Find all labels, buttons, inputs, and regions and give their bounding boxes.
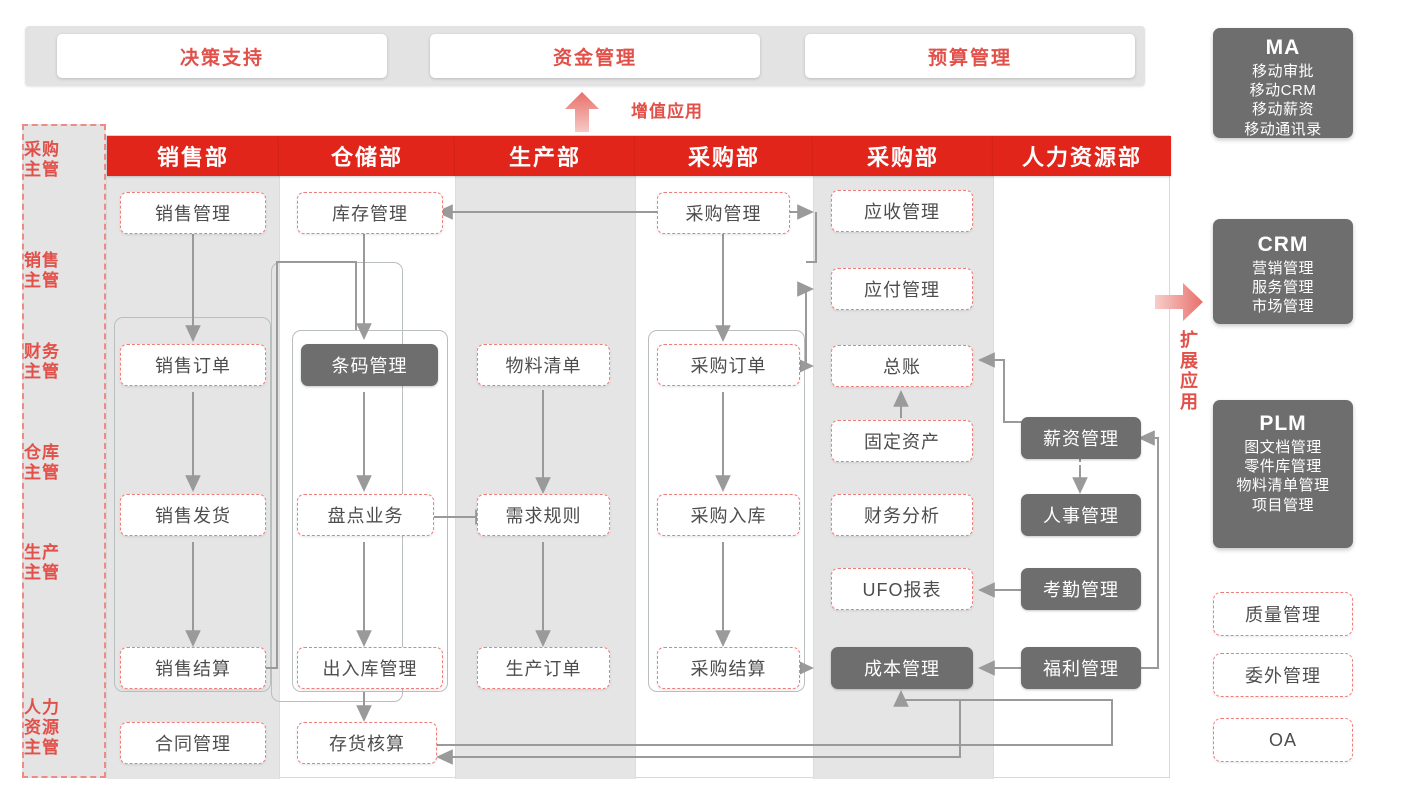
ext-pill-outsourcing-mgmt[interactable]: 委外管理 <box>1213 653 1353 697</box>
module-stocktake[interactable]: 盘点业务 <box>297 494 434 536</box>
column-separator <box>455 176 456 779</box>
role-item-warehouse: 仓库 主管 <box>0 443 84 483</box>
module-sales-mgmt[interactable]: 销售管理 <box>120 192 266 234</box>
role-line: 主管 <box>24 563 60 583</box>
dept-header-production: 生产部 <box>455 136 635 176</box>
module-purchase-mgmt[interactable]: 采购管理 <box>657 192 790 234</box>
ext-pill-oa[interactable]: OA <box>1213 718 1353 762</box>
ext-card-line: 项目管理 <box>1251 496 1314 514</box>
module-general-ledger[interactable]: 总账 <box>831 345 973 387</box>
ext-card-line: 物料清单管理 <box>1236 477 1330 495</box>
role-item-finance: 财务 主管 <box>0 342 84 382</box>
role-line: 财务 <box>24 342 60 361</box>
module-sales-shipping[interactable]: 销售发货 <box>120 494 266 536</box>
extension-label-char: 用 <box>1180 391 1198 412</box>
module-purchase-order[interactable]: 采购订单 <box>657 344 800 386</box>
ext-card-line: 移动审批 <box>1251 63 1314 80</box>
dept-header-finance: 采购部 <box>813 136 993 176</box>
column-separator <box>993 176 994 779</box>
role-line: 人力 <box>24 698 60 717</box>
role-item-hr: 人力 资源 主管 <box>0 698 84 758</box>
role-item-production: 生产 主管 <box>0 543 84 583</box>
role-line: 主管 <box>24 271 60 291</box>
module-payroll-mgmt[interactable]: 薪资管理 <box>1021 417 1141 459</box>
dept-header-purchasing: 采购部 <box>635 136 813 176</box>
role-line: 主管 <box>24 738 60 758</box>
column-separator <box>635 176 636 779</box>
ext-card-line: 图文档管理 <box>1244 439 1322 456</box>
ext-card-line: 移动薪资 <box>1251 101 1314 119</box>
module-barcode-mgmt[interactable]: 条码管理 <box>301 344 438 386</box>
ext-card-plm[interactable]: PLM 图文档管理 零件库管理 物料清单管理 项目管理 <box>1213 400 1353 548</box>
value-added-up-arrow-icon <box>565 92 599 132</box>
extension-label-char: 扩 <box>1180 330 1198 350</box>
module-welfare-mgmt[interactable]: 福利管理 <box>1021 647 1141 689</box>
ext-card-line: 移动通讯录 <box>1244 120 1322 138</box>
ext-card-line: 服务管理 <box>1251 279 1314 297</box>
module-stock-mgmt[interactable]: 库存管理 <box>297 192 443 234</box>
ext-card-line: 移动CRM <box>1249 82 1317 100</box>
ext-card-line: 零件库管理 <box>1244 458 1322 476</box>
ext-card-title: MA <box>1265 36 1301 59</box>
value-added-card-budget[interactable]: 预算管理 <box>805 34 1135 78</box>
value-added-card-fund[interactable]: 资金管理 <box>430 34 760 78</box>
module-financial-analysis[interactable]: 财务分析 <box>831 494 973 536</box>
role-line: 仓库 <box>24 443 60 462</box>
extension-right-arrow-icon <box>1155 283 1203 321</box>
value-added-card-decision[interactable]: 决策支持 <box>57 34 387 78</box>
module-cost-mgmt[interactable]: 成本管理 <box>831 647 973 689</box>
ext-card-line: 市场管理 <box>1251 298 1314 316</box>
ext-card-crm[interactable]: CRM 营销管理 服务管理 市场管理 <box>1213 219 1353 324</box>
role-line: 资源 <box>24 718 60 738</box>
dept-header-sales: 销售部 <box>107 136 279 176</box>
module-contract-mgmt[interactable]: 合同管理 <box>120 722 266 764</box>
module-personnel-mgmt[interactable]: 人事管理 <box>1021 494 1141 536</box>
role-line: 主管 <box>24 362 60 382</box>
dept-header-hr: 人力资源部 <box>993 136 1171 176</box>
module-fixed-assets[interactable]: 固定资产 <box>831 420 973 462</box>
module-payable[interactable]: 应付管理 <box>831 268 973 310</box>
module-sales-settlement[interactable]: 销售结算 <box>120 647 266 689</box>
ext-pill-quality-mgmt[interactable]: 质量管理 <box>1213 592 1353 636</box>
role-line: 生产 <box>24 543 60 562</box>
role-rail <box>22 124 106 778</box>
module-inout-mgmt[interactable]: 出入库管理 <box>297 647 443 689</box>
role-item-sales: 销售 主管 <box>0 251 84 291</box>
role-line: 采购 <box>24 140 60 159</box>
module-purchase-settlement[interactable]: 采购结算 <box>657 647 800 689</box>
module-inventory-accounting[interactable]: 存货核算 <box>297 722 437 764</box>
role-item-purchasing: 采购 主管 <box>0 140 84 180</box>
ext-card-ma[interactable]: MA 移动审批 移动CRM 移动薪资 移动通讯录 <box>1213 28 1353 138</box>
ext-card-title: CRM <box>1257 233 1309 256</box>
ext-card-title: PLM <box>1259 412 1307 435</box>
module-receivable[interactable]: 应收管理 <box>831 190 973 232</box>
extension-label-char: 应 <box>1180 371 1198 392</box>
role-line: 主管 <box>24 463 60 483</box>
module-ufo-report[interactable]: UFO报表 <box>831 568 973 610</box>
role-line: 主管 <box>24 160 60 180</box>
extension-label-char: 展 <box>1180 350 1198 371</box>
module-sales-order[interactable]: 销售订单 <box>120 344 266 386</box>
module-attendance-mgmt[interactable]: 考勤管理 <box>1021 568 1141 610</box>
ext-card-line: 营销管理 <box>1251 260 1314 277</box>
module-purchase-inbound[interactable]: 采购入库 <box>657 494 800 536</box>
dept-header-warehouse: 仓储部 <box>279 136 455 176</box>
value-added-label: 增值应用 <box>631 102 703 121</box>
module-demand-rule[interactable]: 需求规则 <box>477 494 610 536</box>
column-separator <box>813 176 814 779</box>
module-production-order[interactable]: 生产订单 <box>477 647 610 689</box>
extension-label: 扩 展 应 用 <box>1178 330 1200 412</box>
role-line: 销售 <box>24 251 60 270</box>
module-bom[interactable]: 物料清单 <box>477 344 610 386</box>
